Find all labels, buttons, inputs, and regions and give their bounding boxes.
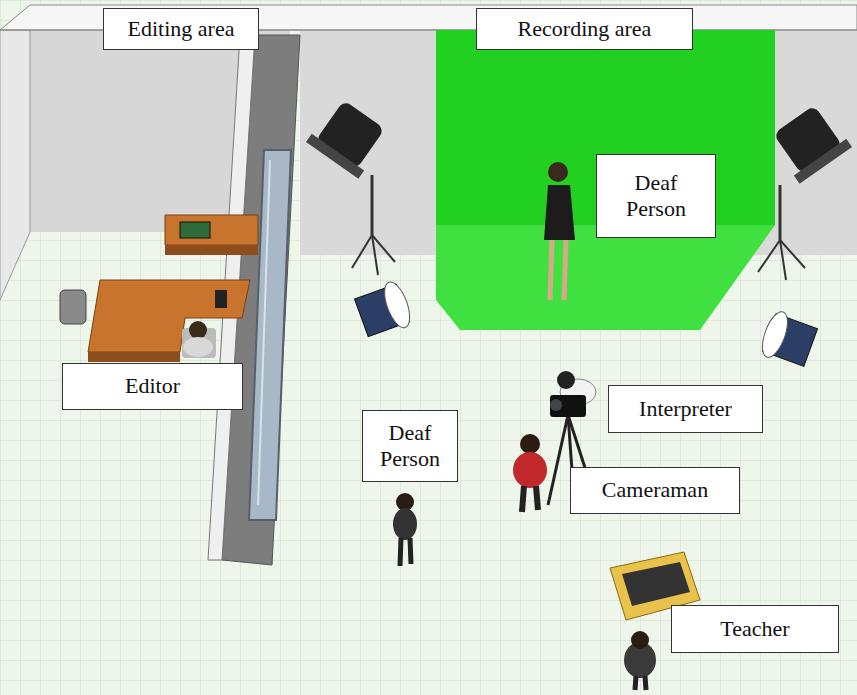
cameraman-figure-part: [522, 486, 524, 512]
deaf-person-figure: [544, 162, 575, 300]
cameraman-figure-part: [536, 486, 538, 510]
spotlight-left-part: [306, 96, 391, 179]
spotlight-left-part: [352, 235, 372, 268]
spotlight-left-part-part: [315, 100, 385, 170]
deaf-person-figure-part: [550, 240, 552, 300]
spotlight-left-part: [371, 175, 374, 235]
divider-wall-part: [249, 150, 291, 520]
divider-wall-part: [258, 160, 270, 505]
spotlight-left-part-part: [306, 134, 364, 179]
deaf-person-figure-part: [400, 538, 401, 566]
deaf-person-figure-part: [393, 508, 417, 540]
editing-desk-part: [215, 290, 227, 308]
editor-figure: [182, 321, 216, 358]
label-box: Deaf Person: [362, 410, 458, 482]
teacher-figure-part: [645, 676, 646, 690]
label-text: Teacher: [720, 616, 789, 642]
interpreter-figure-part: [557, 371, 575, 389]
camera-part: [548, 415, 568, 505]
green-screen: [436, 30, 775, 330]
deaf-person-figure: [393, 493, 417, 566]
spotlight-right: [758, 101, 852, 280]
label-box: Editor: [62, 363, 243, 410]
label-text: Editing area: [128, 16, 235, 42]
label-box: Recording area: [476, 8, 693, 50]
editing-desk-part: [165, 245, 258, 255]
label-text: Deaf Person: [380, 420, 440, 473]
spotlight-right-part: [758, 240, 780, 272]
label-box: Deaf Person: [596, 154, 716, 238]
label-text: Cameraman: [602, 477, 708, 503]
soft-light-left: [353, 279, 415, 341]
cameraman-figure: [513, 434, 547, 512]
editor-figure-part: [183, 337, 213, 357]
deaf-person-figure-part: [548, 162, 568, 182]
teacher-figure-part: [622, 562, 690, 606]
label-box: Editing area: [103, 8, 259, 50]
walls-part: [0, 30, 30, 300]
camera-part: [550, 399, 562, 411]
spotlight-right-part: [767, 101, 852, 184]
deaf-person-figure-part: [544, 185, 575, 240]
editing-desk-part: [88, 280, 250, 352]
cameraman-figure-part: [513, 452, 547, 488]
editing-desk-part: [88, 352, 180, 362]
editing-desk-part: [60, 290, 86, 324]
editing-desk-part: [165, 215, 258, 245]
spotlight-left: [306, 96, 395, 275]
label-text: Deaf Person: [626, 170, 686, 223]
label-text: Recording area: [518, 16, 652, 42]
deaf-person-figure-part: [410, 538, 411, 564]
cameraman-figure-part: [520, 434, 540, 454]
walls-part: [300, 30, 857, 255]
editing-desk-part: [180, 222, 210, 238]
spotlight-right-part-part: [773, 105, 843, 175]
soft-light-left-part-part: [379, 279, 414, 331]
editor-figure-part: [189, 321, 207, 339]
deaf-person-figure-part: [564, 240, 566, 300]
label-text: Interpreter: [639, 396, 732, 422]
spotlight-right-part: [779, 185, 782, 240]
divider-wall: [208, 35, 300, 565]
spotlight-right-part: [780, 240, 805, 268]
soft-light-right-part: [757, 309, 819, 371]
spotlight-right-part-part: [794, 139, 852, 184]
editing-desk: [60, 215, 258, 362]
camera-part: [550, 395, 586, 417]
label-box: Teacher: [671, 605, 839, 653]
soft-light-right-part-part: [757, 309, 792, 361]
spotlight-left-part: [372, 235, 395, 262]
green-screen-part: [436, 225, 775, 330]
label-box: Cameraman: [570, 467, 740, 514]
soft-light-left-part: [353, 279, 415, 341]
teacher-figure-part: [635, 676, 636, 690]
label-box: Interpreter: [608, 385, 763, 433]
soft-light-right: [757, 309, 819, 371]
teacher-figure-part: [631, 631, 649, 649]
label-text: Editor: [125, 373, 180, 399]
